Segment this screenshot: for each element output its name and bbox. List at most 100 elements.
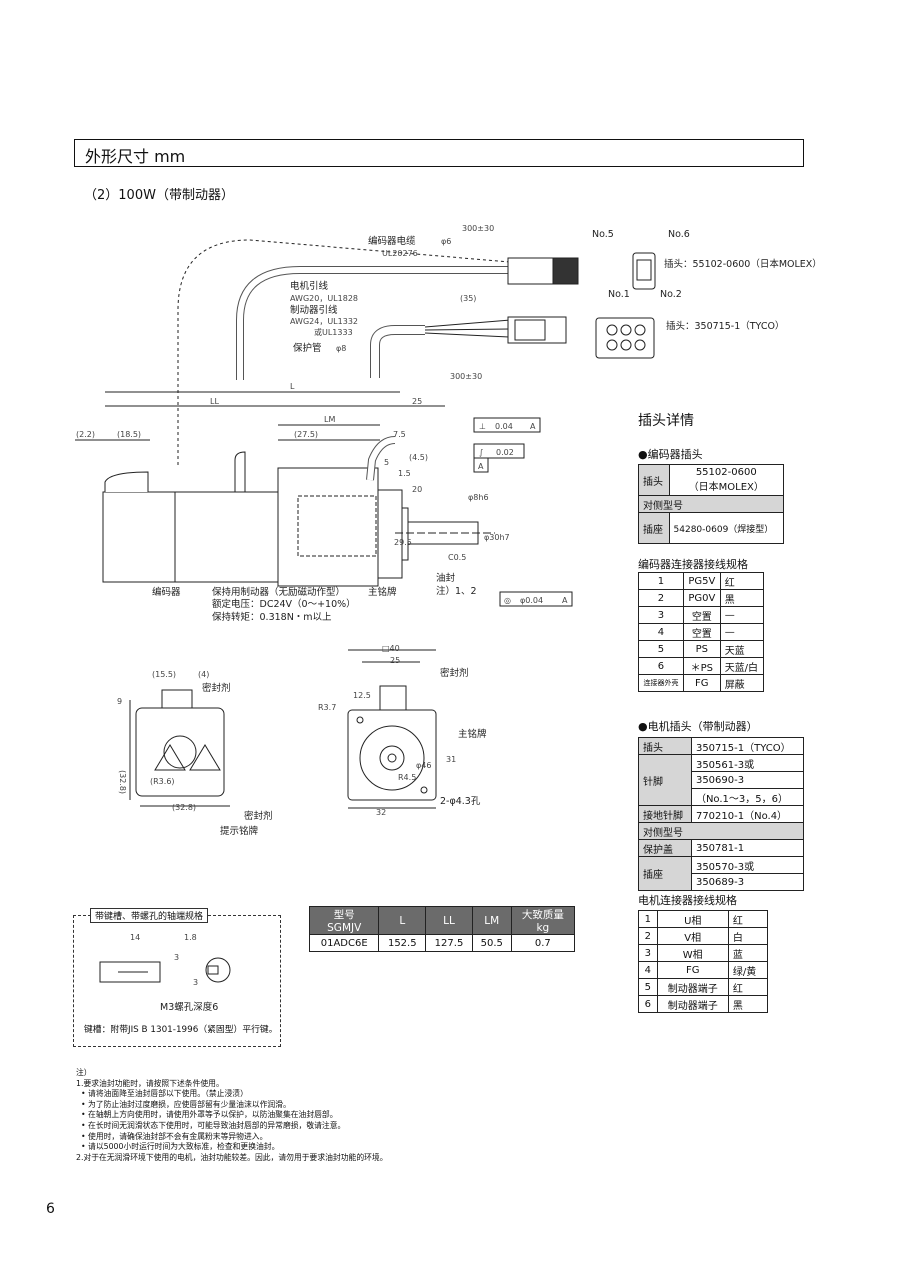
dim-46: φ46 [416,761,431,770]
dim-32: 32 [376,808,386,817]
sealant-label-2: 密封剂 [244,810,273,822]
table-cell: 绿/黄 [727,961,769,979]
dim-35: (35) [460,294,476,303]
motor-plug-label: 插头：350715-1（TYCO） [666,320,784,332]
brake-lead-label: 制动器引线 [290,304,338,316]
table-cell: 蓝 [727,944,769,962]
tolerance-3-ref: A [562,596,568,605]
tolerance-2-value: 0.02 [496,448,514,457]
table-cell: V相 [656,927,729,945]
dim-30h7: φ30h7 [484,533,510,542]
dim-sq40: □40 [382,644,400,653]
dim-32-8-vertical: (32.8) [118,770,127,794]
pin-no6: No.6 [668,229,690,240]
dim-12-5: 12.5 [353,691,371,700]
table-cell: 对侧型号 [638,495,784,513]
brake-lead-spec: AWG24，UL1332 [290,317,358,326]
table-cell: 1 [638,910,658,928]
table-cell: W相 [656,944,729,962]
encoder-wiring-title: 编码器连接器接线规格 [638,558,748,571]
table-cell: — [719,623,765,641]
note-line: 2.对于在无润滑环境下使用的电机，油封功能较差。因此，请勿用于要求油封功能的环境… [76,1152,388,1162]
table-cell: 2 [638,927,658,945]
tolerance-3-symbol: ◎ [504,596,511,605]
dim-L: L [290,382,295,391]
note-line: 1.要求油封功能时，请按照下述条件使用。 [76,1078,224,1088]
table-cell: 保护盖 [638,839,692,857]
motor-plug-title: ●电机插头（带制动器） [638,720,758,733]
tolerance-2-symbol: ∫ [479,448,483,457]
table-cell: ＊PS [682,657,721,675]
key-dim-14: 14 [130,933,140,942]
pin-no5: No.5 [592,229,614,240]
rated-voltage: 额定电压：DC24V（0～+10%） [212,598,356,610]
table-cell: 55102-0600（日本MOLEX） [668,464,785,496]
table-cell: 对侧型号 [638,822,804,840]
note-line: • 请将油面降至油封唇部以下使用。（禁止浸渍） [76,1089,248,1099]
encoder-cable-label: 编码器电缆 [368,235,416,247]
table-cell: 1 [638,572,684,590]
protect-tube-label: 保护管 [293,342,322,354]
protect-tube-dia: φ8 [336,344,346,353]
oil-seal-label: 油封 [436,572,456,584]
motor-lead-spec: AWG20，UL1828 [290,294,358,303]
table-cell: 127.5 [425,934,473,952]
note-line: • 在长时间无润滑状态下使用时，可能导致油封唇部的异常磨损，敬请注意。 [76,1120,346,1130]
note-line: 注） [76,1068,92,1077]
table-cell: 屏蔽 [719,674,765,692]
encoder-plug-table: 插头 55102-0600（日本MOLEX） 对侧型号 插座 54280-060… [638,464,785,544]
table-cell: 连接器外壳 [638,674,684,692]
table-cell: 6 [638,995,658,1013]
dim-29-5: 29.5 [394,538,412,547]
dim-32-8-horizontal: (32.8) [172,803,196,812]
table-cell: 红 [727,978,769,996]
table-cell: PS [682,640,721,658]
dim-27-5: (27.5) [294,430,318,439]
dim-31: 31 [446,755,456,764]
table-cell: 5 [638,640,684,658]
table-cell: 空置 [682,606,721,624]
table-cell: FG [682,674,721,692]
note-line: • 在轴朝上方向使用时，请使用外罩等予以保护，以防油聚集在油封唇部。 [76,1110,338,1120]
dim-5: 5 [384,458,389,467]
table-cell: 152.5 [378,934,427,952]
table-cell: 针脚 [638,754,692,806]
table-cell: 3 [638,606,684,624]
table-cell: 插头 [638,737,692,755]
dim-2-2: (2.2) [76,430,95,439]
table-cell: 3 [638,944,658,962]
table-cell: U相 [656,910,729,928]
spec-header-l: L [378,906,427,935]
table-cell: 50.5 [471,934,512,952]
nameplate-label: 主铭牌 [368,586,397,598]
table-cell: 制动器端子 [656,978,729,996]
tolerance-1-value: 0.04 [495,422,513,431]
cable-length-top: 300±30 [462,224,494,233]
nameplate-label-2: 主铭牌 [458,728,487,740]
table-cell: （No.1～3，5，6） [690,788,805,806]
sealant-label-3: 密封剂 [440,667,469,679]
tolerance-datum: A [478,462,484,471]
mounting-hole-label: 2-φ4.3孔 [440,796,481,807]
table-cell: 350689-3 [690,873,805,891]
table-cell: 插座 [638,856,692,891]
table-cell: 350781-1 [690,839,805,857]
table-cell: 5 [638,978,658,996]
table-cell: 天蓝 [719,640,765,658]
table-cell: 白 [727,927,769,945]
dim-LL: LL [210,397,219,406]
